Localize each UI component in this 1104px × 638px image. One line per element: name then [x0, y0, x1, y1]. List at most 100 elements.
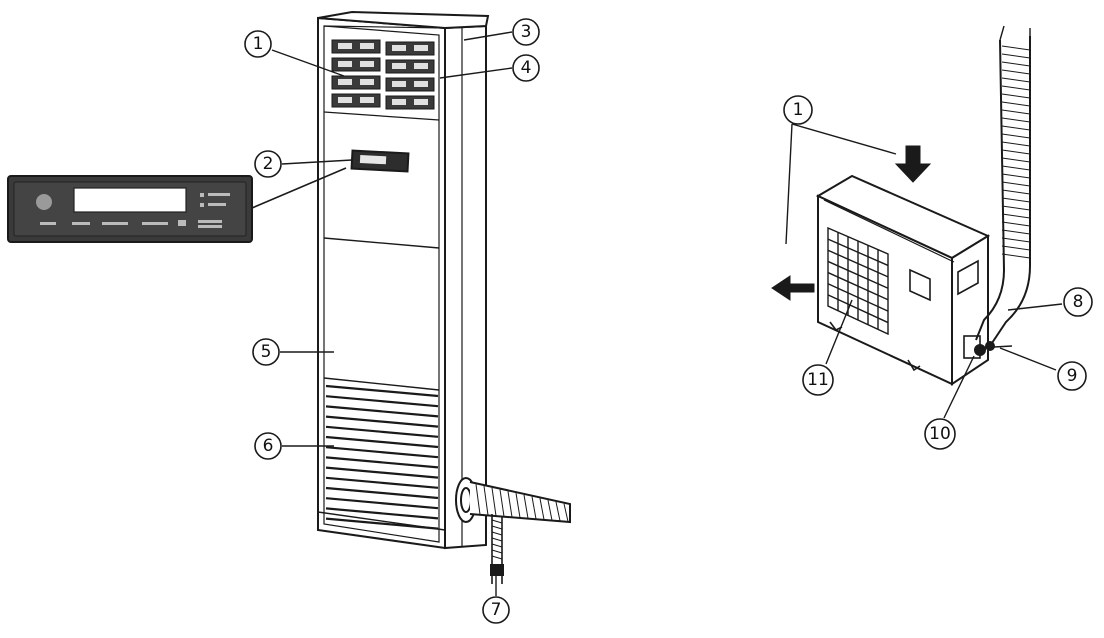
fan-grille-bar: [827, 238, 889, 267]
svg-text:9: 9: [1067, 366, 1078, 386]
control-panel: [7, 167, 347, 243]
leader-lines: [271, 31, 1063, 596]
outlet-louver-highlight: [360, 61, 374, 67]
drain-hose-hatch: [491, 543, 503, 548]
intake-grille-slat: [325, 466, 439, 479]
pipe-insulation-hatch: [563, 503, 569, 522]
pipe-insulation-hatch: [1001, 133, 1031, 139]
outlet-louver-highlight: [392, 99, 406, 105]
outlet-louver-highlight: [360, 79, 374, 85]
pipe-insulation-hatch: [555, 501, 561, 521]
callout-9: 9: [1057, 361, 1087, 391]
pipe-insulation-hatch: [1001, 125, 1031, 131]
callout-4: 4: [512, 54, 540, 82]
pipe-insulation-hatch: [1001, 253, 1031, 259]
outlet-louver-highlight: [392, 81, 406, 87]
callout-2: 2: [254, 150, 282, 178]
fan-grille-bar: [827, 260, 889, 289]
intake-grille-slat: [325, 497, 439, 510]
control-panel-screen: [73, 187, 187, 213]
outlet-louver-highlight: [338, 43, 352, 49]
pipe-insulation-hatch: [1001, 197, 1031, 203]
outlet-louver-highlight: [360, 43, 374, 49]
intake-grille-slat: [325, 395, 439, 408]
intake-grille-slat: [325, 456, 439, 469]
outlet-louver-highlight: [392, 45, 406, 51]
outlet-louver-highlight: [414, 45, 428, 51]
indoor-piping: [455, 477, 571, 584]
intake-grille-slat: [325, 425, 439, 438]
pipe-insulation-hatch: [1001, 141, 1031, 147]
outlet-louver-highlight: [414, 99, 428, 105]
pipe-insulation-hatch: [523, 494, 529, 519]
drain-hose-hatch: [491, 525, 503, 530]
airflow-arrows: [771, 145, 932, 301]
indoor-unit: [317, 10, 490, 550]
indoor-unit-side: [444, 24, 487, 550]
outlet-louver-highlight: [338, 97, 352, 103]
indoor-unit-inner-frame: [323, 25, 440, 543]
outlet-louver-highlight: [414, 81, 428, 87]
intake-grille-slat: [325, 435, 439, 449]
pipe-insulation-hatch: [491, 487, 497, 516]
airflow-in-arrow-icon: [894, 145, 932, 183]
pipe-insulation-hatch: [499, 489, 505, 517]
fan-grille-bar: [827, 294, 889, 324]
pipe-insulation-hatch: [1001, 109, 1031, 115]
pipe-insulation-hatch: [475, 484, 481, 515]
svg-text:1: 1: [793, 100, 804, 120]
outlet-louver-highlight: [338, 79, 352, 85]
intake-grille-slat: [325, 517, 439, 530]
svg-text:3: 3: [521, 22, 532, 42]
svg-text:8: 8: [1073, 292, 1084, 312]
outdoor-unit-side: [951, 234, 989, 386]
power-icon: [36, 194, 52, 210]
pipe-insulation-hatch: [1001, 93, 1031, 99]
intake-grille-slat: [325, 486, 439, 500]
outlet-louver-highlight: [338, 61, 352, 67]
pipe-insulation-hatch: [1001, 181, 1031, 187]
callout-10: 10: [924, 418, 956, 450]
pipe-insulation-hatch: [1001, 189, 1031, 195]
control-panel-indicator-marks: [40, 193, 230, 228]
pipe-insulation-hatch: [531, 496, 537, 520]
pipe-insulation-hatch: [1001, 237, 1031, 243]
pipe-insulation-hatch: [547, 500, 553, 521]
pipe-insulation-hatch: [1001, 213, 1031, 219]
callout-7: 7: [482, 596, 510, 624]
pipe-insulation-hatch: [1001, 53, 1031, 59]
intake-grille-slat: [325, 446, 439, 459]
drain-hose-hatch: [491, 531, 503, 536]
drain-hose-hatch: [491, 549, 503, 554]
pipe-insulation-hatch: [1001, 245, 1031, 251]
outlet-louver-highlight: [360, 97, 374, 103]
svg-text:1: 1: [253, 34, 264, 54]
svg-text:11: 11: [807, 370, 829, 390]
air-outlet-louvers: [331, 39, 435, 110]
svg-text:6: 6: [263, 436, 274, 456]
svg-text:2: 2: [263, 154, 274, 174]
indoor-unit-top: [317, 10, 490, 30]
drain-hose-hatch: [491, 519, 503, 524]
callout-5: 5: [252, 338, 280, 366]
pipe-insulation-hatch: [1001, 229, 1031, 235]
intake-grille-slat: [325, 405, 439, 418]
pipe-insulation-hatch: [1001, 157, 1031, 163]
fan-grille-bar: [827, 271, 889, 301]
outdoor-fan-grille: [827, 226, 889, 336]
drain-hose-hatch: [491, 555, 503, 560]
callout-6: 6: [254, 432, 282, 460]
pipe-insulation-hatch: [1001, 69, 1031, 75]
pipe-insulation-hatch: [483, 486, 489, 516]
pipe-insulation-hatch: [1001, 173, 1031, 179]
pipe-insulation-hatch: [1001, 85, 1031, 91]
outdoor-piping: [974, 25, 1031, 356]
pipe-insulation-hatch: [1001, 149, 1031, 155]
pipe-insulation-hatch: [1001, 117, 1031, 123]
intake-grille-slat: [325, 476, 439, 489]
pipe-insulation-hatch: [1001, 101, 1031, 107]
pipe-insulation-hatch: [1001, 165, 1031, 171]
air-intake-grille: [325, 384, 439, 530]
pipe-insulation-hatch: [507, 491, 513, 518]
